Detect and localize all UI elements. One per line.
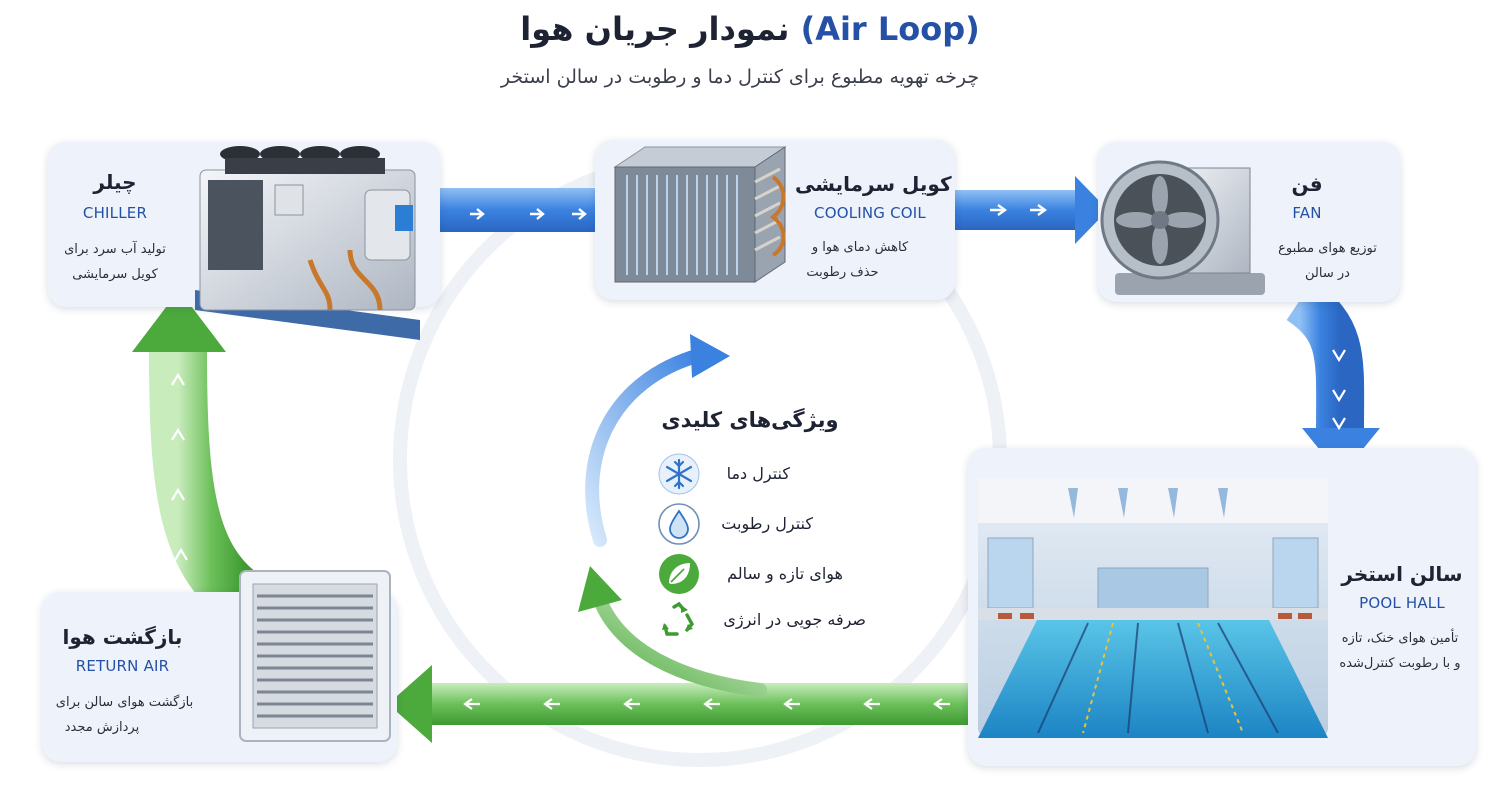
leaf-icon [659,554,699,594]
flow-arrow-return-to-chiller [132,290,263,625]
chiller-desc-line1: تولید آب سرد برای [64,242,166,257]
cooling-coil-desc-line1: کاهش دمای هوا و [811,240,909,255]
return-air-name-en: RETURN AIR [75,657,170,675]
chiller-name-fa: چیلر [93,170,137,194]
pool-hall-image [978,478,1328,738]
flow-arrow-chiller-to-coil [432,188,607,232]
cooling-coil-name-en: COOLING COIL [814,204,926,222]
fan-name-fa: فن [1291,172,1323,196]
pool-hall-desc-line2: و با رطوبت کنترل‌شده [1339,656,1461,671]
feature-label-fresh-air: هوای تازه و سالم [727,564,843,583]
chiller-desc-line2: کویل سرمایشی [72,267,158,282]
feature-label-humidity: کنترل رطوبت [721,514,813,533]
fan-desc-line1: توزیع هوای مطبوع [1278,241,1377,256]
pool-hall-name-en: POOL HALL [1359,594,1445,612]
fan-desc-line2: در سالن [1305,266,1350,281]
features-title: ویژگی‌های کلیدی [661,408,839,432]
chiller-name-en: CHILLER [82,204,148,222]
page-title: نمودار جریان هوا (Air Loop) [520,10,980,48]
return-air-name-fa: بازگشت هوا [62,625,183,649]
flow-arrow-pool-to-return [388,665,968,743]
snowflake-icon [658,453,700,495]
cycle-arc-green [578,566,767,697]
return-air-grille-icon [239,570,391,742]
pool-hall-desc-line1: تأمین هوای خنک، تازه [1341,631,1459,646]
water-drop-icon [658,503,700,545]
cycle-arc-blue [585,334,730,547]
return-air-desc-line2: پردازش مجدد [64,720,140,735]
feature-label-energy-saving: صرفه جویی در انرژی [723,610,866,629]
fan-icon [1100,160,1265,295]
pool-hall-name-fa: سالن استخر [1341,562,1463,586]
cooling-coil-name-fa: کویل سرمایشی [795,172,952,196]
feature-label-temperature: کنترل دما [726,464,790,483]
page-subtitle: چرخه تهویه مطبوع برای کنترل دما و رطوبت … [500,66,980,88]
chiller-icon [195,146,420,340]
recycle-icon [662,601,695,636]
fan-name-en: FAN [1292,204,1322,222]
cooling-coil-icon [613,146,787,283]
flow-arrow-coil-to-fan [955,176,1108,244]
cooling-coil-desc-line2: حذف رطوبت [806,265,879,280]
return-air-desc-line1: بازگشت هوای سالن برای [55,695,194,710]
